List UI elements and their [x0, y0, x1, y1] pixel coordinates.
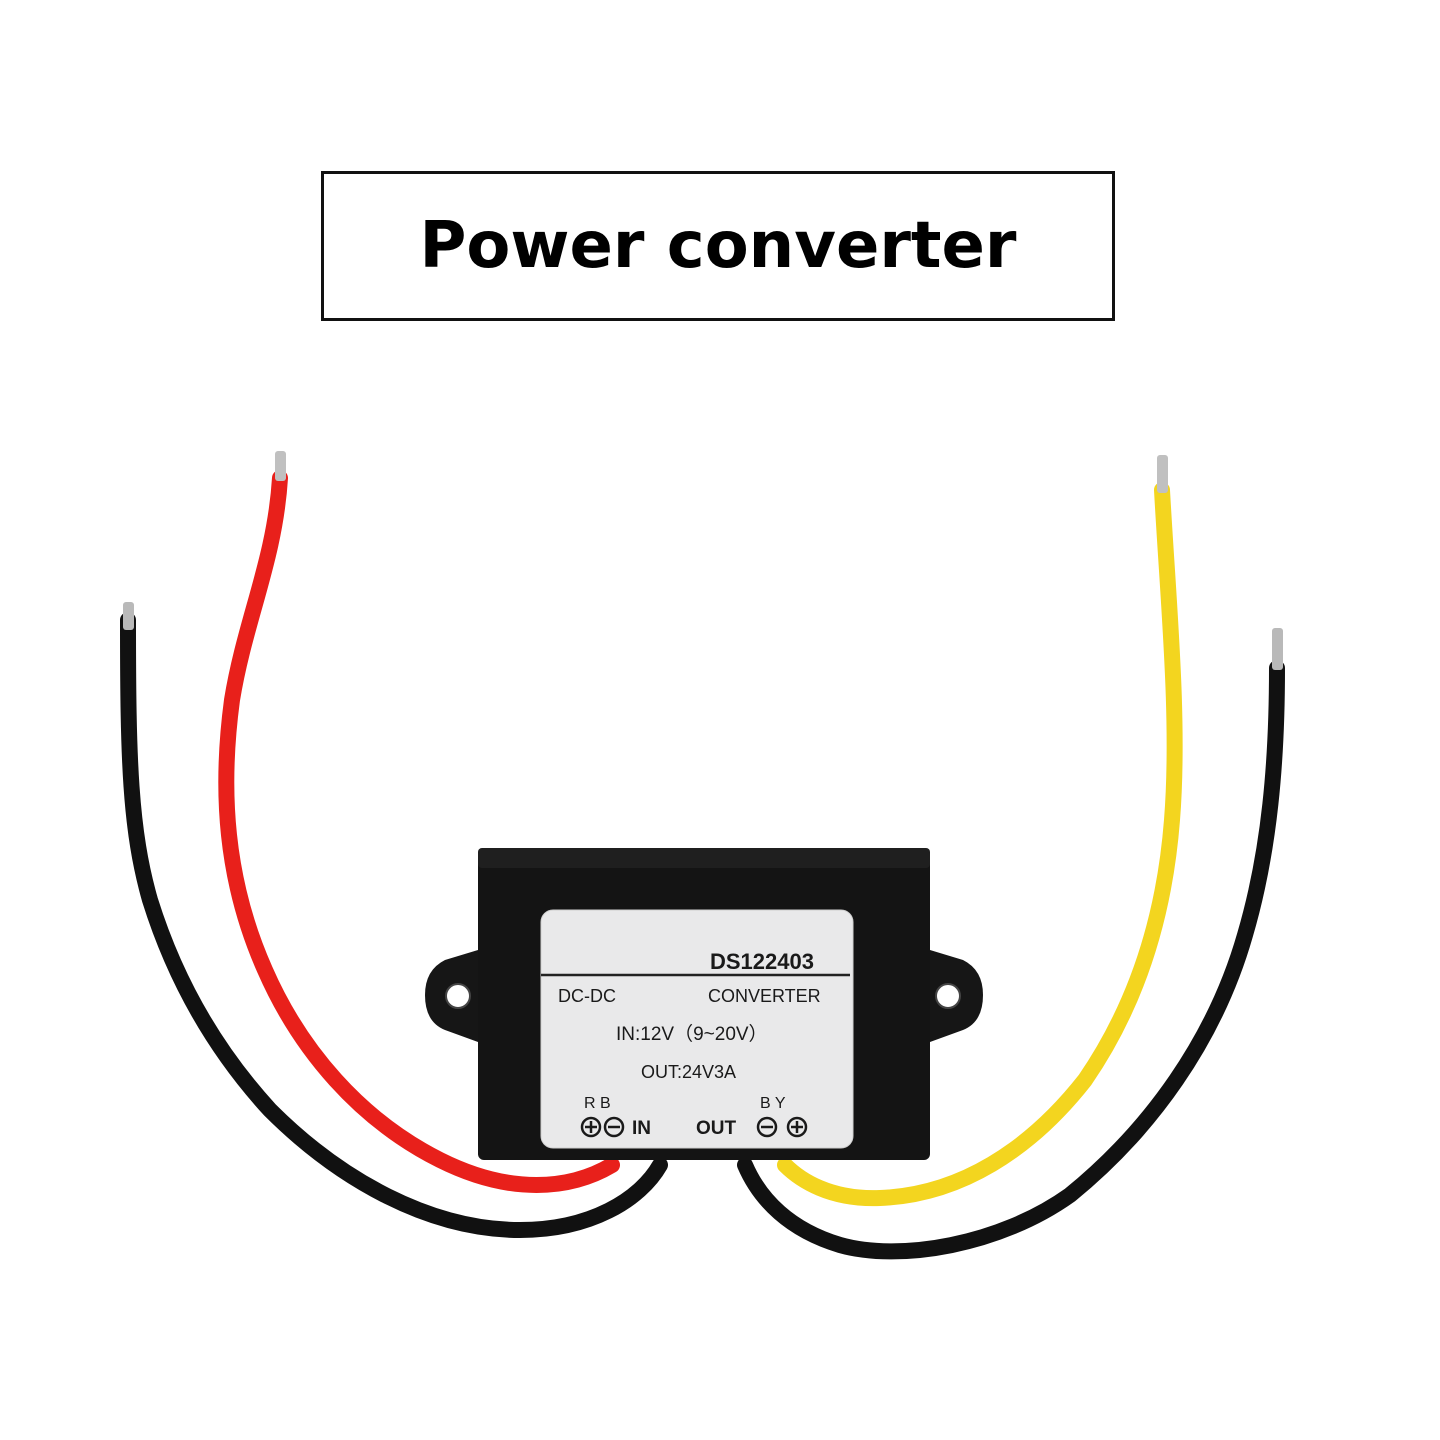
output-spec: OUT:24V3A — [641, 1062, 736, 1082]
type-left: DC-DC — [558, 986, 616, 1006]
wire-black-left — [120, 602, 668, 1239]
page-title: Power converter — [419, 209, 1017, 283]
minus-icon — [756, 1116, 778, 1138]
wire-tip — [1157, 455, 1168, 493]
output-wire-letters: B Y — [760, 1095, 786, 1112]
model-number: DS122403 — [710, 949, 814, 974]
mounting-ear-right — [930, 950, 983, 1042]
wire-tip — [1272, 628, 1283, 670]
input-spec: IN:12V（9~20V） — [616, 1023, 768, 1045]
wire-yellow — [777, 455, 1183, 1207]
plus-icon — [786, 1116, 808, 1138]
product-label: DS122403 DC-DC CONVERTER IN:12V（9~20V） O… — [540, 909, 854, 1149]
output-label: OUT — [696, 1118, 737, 1139]
input-wire-letters: R B — [584, 1095, 611, 1112]
plus-icon — [580, 1116, 602, 1138]
input-label: IN — [632, 1118, 651, 1139]
wire-black-right — [737, 628, 1285, 1260]
mounting-ear-left — [425, 950, 478, 1042]
wire-red — [218, 451, 620, 1193]
wire-tip — [123, 602, 134, 630]
wire-tip — [275, 451, 286, 481]
title-box: Power converter — [321, 171, 1115, 321]
type-right: CONVERTER — [708, 986, 821, 1006]
minus-icon — [603, 1116, 625, 1138]
